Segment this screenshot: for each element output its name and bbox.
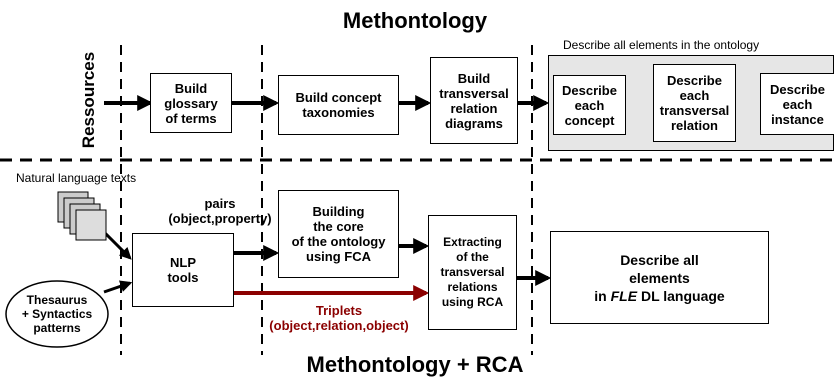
core-fca-box: Building the core of the ontology using … <box>278 190 399 278</box>
build-taxonomy-box: Build concept taxonomies <box>278 75 399 135</box>
triplets-label: Triplets (object,relation,object) <box>269 303 409 333</box>
bottom-title: Methontology + RCA <box>306 352 524 377</box>
resources-label: Ressources <box>79 51 98 149</box>
thesaurus-label: Thesaurus + Syntactics patterns <box>21 293 93 335</box>
thesaurus-ellipse <box>5 280 109 348</box>
top-title: Methontology <box>342 8 488 33</box>
arrow-thesaurus-nlp <box>103 280 133 294</box>
documents-icon <box>57 191 107 241</box>
describe-concept-box: Describe each concept <box>553 75 626 135</box>
extract-rca-box: Extracting of the transversal relations … <box>428 215 517 330</box>
pairs-label: pairs (object,property) <box>168 196 272 226</box>
describe-instance-box: Describe each instance <box>760 73 834 135</box>
nlp-tools-box: NLP tools <box>132 233 234 307</box>
build-glossary-box: Build glossary of terms <box>150 73 232 133</box>
describe-relation-box: Describe each transversal relation <box>653 64 736 142</box>
natural-language-label: Natural language texts <box>16 171 137 185</box>
build-transversal-box: Build transversal relation diagrams <box>430 57 518 144</box>
describe-fle-line-2: elements <box>629 269 690 286</box>
describe-fle-line-1: Describe all <box>620 251 699 268</box>
describe-fle-line-3: in FLE DL language <box>594 287 725 304</box>
describe-region-label: Describe all elements in the ontology <box>563 38 760 52</box>
describe-fle-box: Describe all elements in FLE DL language <box>550 231 769 324</box>
